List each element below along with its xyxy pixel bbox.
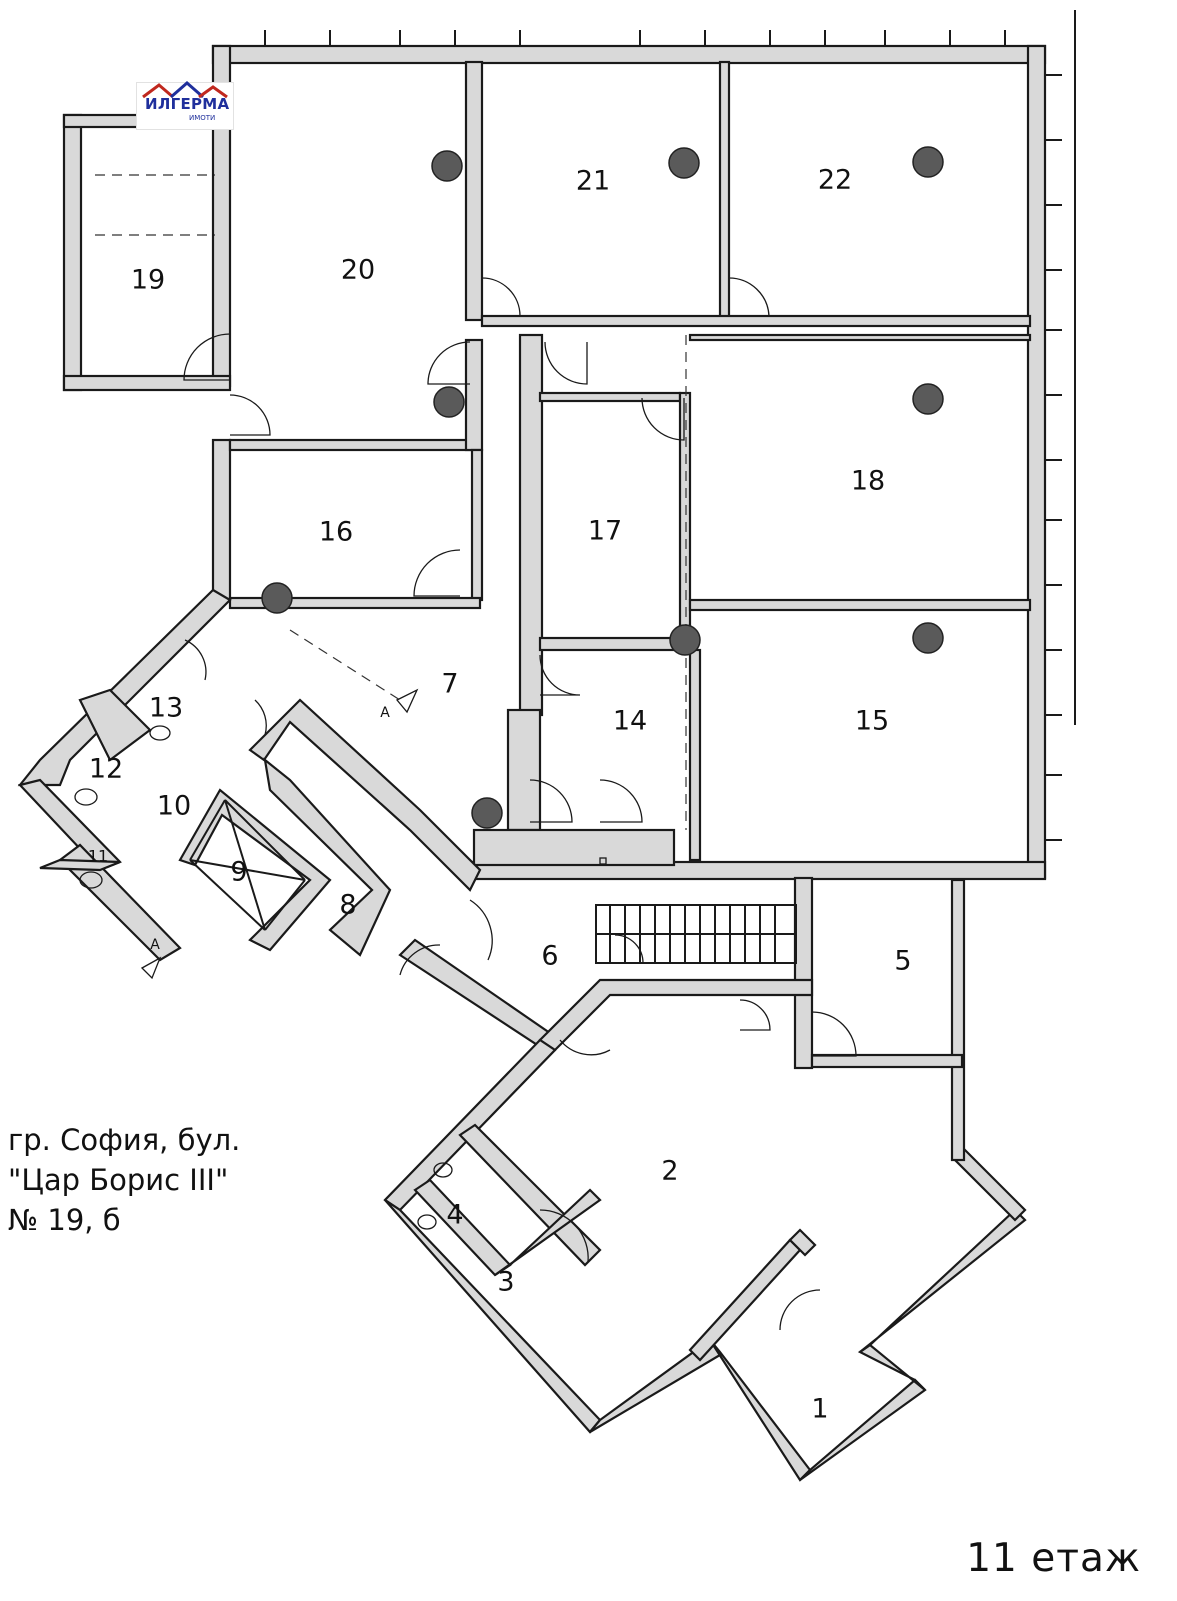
logo-brand-text: ИЛГЕРМА xyxy=(145,95,230,113)
room-label-10: 10 xyxy=(157,791,191,822)
room-label-11: 11 xyxy=(88,847,108,866)
left-wing-walls xyxy=(17,588,562,1052)
outer-walls xyxy=(62,44,1047,1070)
room-label-21: 21 xyxy=(576,166,610,197)
room-label-7: 7 xyxy=(441,669,458,700)
room-label-20: 20 xyxy=(341,255,375,286)
section-marker-a: A xyxy=(380,705,390,721)
dimension-ticks xyxy=(264,10,1076,841)
dashed-lines xyxy=(95,174,687,830)
column xyxy=(433,386,465,418)
room-label-17: 17 xyxy=(588,516,622,547)
room-label-13: 13 xyxy=(149,693,183,724)
section-markers: A A xyxy=(140,688,419,980)
column xyxy=(912,383,944,415)
column xyxy=(669,624,701,656)
staircase xyxy=(595,904,797,964)
room-label-19: 19 xyxy=(131,265,165,296)
room-label-22: 22 xyxy=(818,165,852,196)
fixtures xyxy=(74,725,607,1230)
floor-label: 11 етаж xyxy=(966,1536,1141,1581)
address-line-3: № 19, б xyxy=(8,1203,121,1237)
address-line-2: "Цар Борис III" xyxy=(8,1163,229,1197)
column xyxy=(261,582,293,614)
column xyxy=(668,147,700,179)
room-label-6: 6 xyxy=(541,941,558,972)
house-roof-icon xyxy=(142,81,228,99)
column xyxy=(912,146,944,178)
room-label-4: 4 xyxy=(446,1200,463,1231)
lower-wing-walls xyxy=(383,878,1027,1482)
room-labels: 1 2 3 4 5 6 7 8 9 10 11 12 13 14 15 16 1… xyxy=(88,165,912,1425)
internal-walls xyxy=(228,60,1032,867)
doors xyxy=(183,277,857,1331)
room-label-5: 5 xyxy=(894,946,911,977)
column xyxy=(431,150,463,182)
logo-tagline: ИМОТИ xyxy=(189,114,216,122)
room-label-1: 1 xyxy=(811,1394,828,1425)
room-label-12: 12 xyxy=(89,754,123,785)
address-block: гр. София, бул. "Цар Борис III" № 19, б xyxy=(8,1120,240,1240)
brand-logo: ИЛГЕРМА ИМОТИ xyxy=(136,81,234,130)
column xyxy=(471,797,503,829)
columns xyxy=(261,146,944,829)
room-label-15: 15 xyxy=(855,706,889,737)
room-label-18: 18 xyxy=(851,466,885,497)
room-label-16: 16 xyxy=(319,517,353,548)
column xyxy=(912,622,944,654)
room-label-2: 2 xyxy=(661,1156,678,1187)
room-label-14: 14 xyxy=(613,706,647,737)
room-label-3: 3 xyxy=(497,1267,514,1298)
room-label-9: 9 xyxy=(230,857,247,888)
room-label-8: 8 xyxy=(339,890,356,921)
shaft-9 xyxy=(189,799,306,931)
address-line-1: гр. София, бул. xyxy=(8,1123,241,1157)
section-marker-a-lower: A xyxy=(150,937,160,953)
